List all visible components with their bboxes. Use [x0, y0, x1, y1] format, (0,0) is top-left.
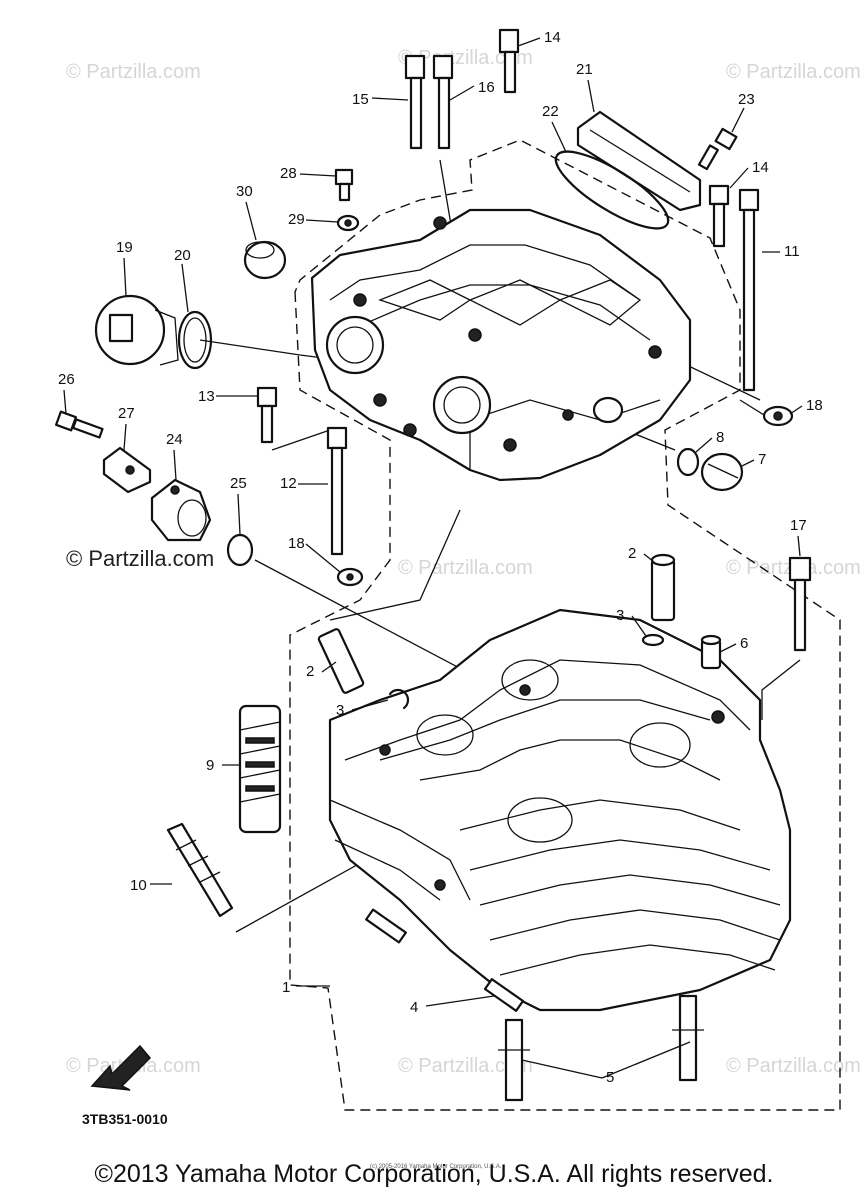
callout-30: 30 — [236, 183, 253, 200]
callout-14: 14 — [752, 159, 769, 176]
watermark: © Partzilla.com — [726, 61, 861, 83]
part-15-bolt — [404, 54, 426, 150]
callout-25: 25 — [230, 475, 247, 492]
callout-11: 11 — [784, 243, 800, 260]
part-13-bolt — [256, 386, 278, 444]
part-18-washer — [762, 405, 794, 427]
callout-20: 20 — [174, 247, 191, 264]
watermark: © Partzilla.com — [398, 557, 533, 579]
callout-19: 19 — [116, 239, 133, 256]
callout-27: 27 — [118, 405, 135, 422]
callouts: 1 2 2 3 3 4 5 6 7 8 9 10 11 12 13 14 14 … — [58, 29, 823, 1086]
callout-22: 22 — [542, 103, 559, 120]
part-24-holder — [150, 478, 212, 542]
callout-12: 12 — [280, 475, 297, 492]
callout-1: 1 — [282, 979, 290, 996]
part-4-stud — [365, 908, 407, 944]
callout-29: 29 — [288, 211, 305, 228]
part-2-valve-guide — [317, 628, 365, 694]
callout-23: 23 — [738, 91, 755, 108]
callout-2: 2 — [306, 663, 314, 680]
part-11-long-bolt — [738, 188, 760, 392]
part-12-bolt — [326, 426, 348, 556]
callout-2: 2 — [628, 545, 636, 562]
callout-28: 28 — [280, 165, 297, 182]
part-7-plug — [700, 452, 744, 492]
diagram-code: 3TB351-0010 — [82, 1111, 168, 1127]
callout-24: 24 — [166, 431, 183, 448]
part-10-spark-plug — [166, 822, 234, 918]
part-8-o-ring — [676, 447, 700, 477]
part-25-o-ring — [226, 533, 254, 567]
part-5-stud — [672, 994, 704, 1082]
callout-7: 7 — [758, 451, 766, 468]
callout-10: 10 — [130, 877, 147, 894]
camshaft-cover — [310, 208, 692, 482]
part-4-stud — [483, 978, 525, 1012]
callout-4: 4 — [410, 999, 418, 1016]
part-18-washer — [336, 567, 364, 587]
watermarks: © Partzilla.com © Partzilla.com © Partzi… — [66, 47, 861, 1077]
part-26-bolt — [54, 410, 104, 439]
callout-leaders — [63, 37, 803, 1079]
part-14-bolt — [498, 28, 520, 94]
part-3-clip — [641, 633, 665, 647]
part-6-seal — [700, 634, 722, 670]
callout-15: 15 — [352, 91, 369, 108]
part-19-cap — [94, 294, 179, 366]
callout-16: 16 — [478, 79, 495, 96]
callout-9: 9 — [206, 757, 214, 774]
part-14-bolt-right — [708, 184, 730, 248]
part-21-plate — [576, 110, 702, 212]
part-16-bolt — [432, 54, 454, 150]
cover-assembly-outline — [289, 139, 841, 1111]
part-3-clip — [388, 688, 410, 710]
callout-3: 3 — [336, 702, 344, 719]
callout-6: 6 — [740, 635, 748, 652]
cylinder-head — [328, 608, 792, 1012]
part-22-o-ring — [554, 150, 670, 230]
callout-13: 13 — [198, 388, 215, 405]
part-20-o-ring — [177, 310, 213, 370]
part-9-spring — [238, 704, 282, 834]
callout-14: 14 — [544, 29, 561, 46]
watermark: © Partzilla.com — [726, 1055, 861, 1077]
copyright-notice: ©2013 Yamaha Motor Corporation, U.S.A. A… — [94, 1160, 774, 1188]
callout-3: 3 — [616, 607, 624, 624]
part-17-bolt — [788, 556, 812, 652]
part-30-plug — [243, 240, 287, 280]
part-29-washer — [336, 214, 360, 232]
callout-26: 26 — [58, 371, 75, 388]
part-2-valve-guide — [650, 553, 676, 622]
watermark: © Partzilla.com — [66, 61, 201, 83]
callout-21: 21 — [576, 61, 593, 78]
assembly-outlines — [289, 139, 841, 1111]
small-notice: (c) 2005-2016 Yamaha Motor Corporation, … — [370, 1164, 502, 1170]
part-23-bolt — [697, 127, 738, 171]
part-27-bracket — [102, 446, 152, 494]
callout-18: 18 — [288, 535, 305, 552]
callout-17: 17 — [790, 517, 807, 534]
callout-18: 18 — [806, 397, 823, 414]
part-28-bolt — [334, 168, 354, 202]
callout-5: 5 — [606, 1069, 614, 1086]
watermark: © Partzilla.com — [398, 1055, 533, 1077]
partzilla-credit: © Partzilla.com — [66, 546, 215, 571]
callout-8: 8 — [716, 429, 724, 446]
